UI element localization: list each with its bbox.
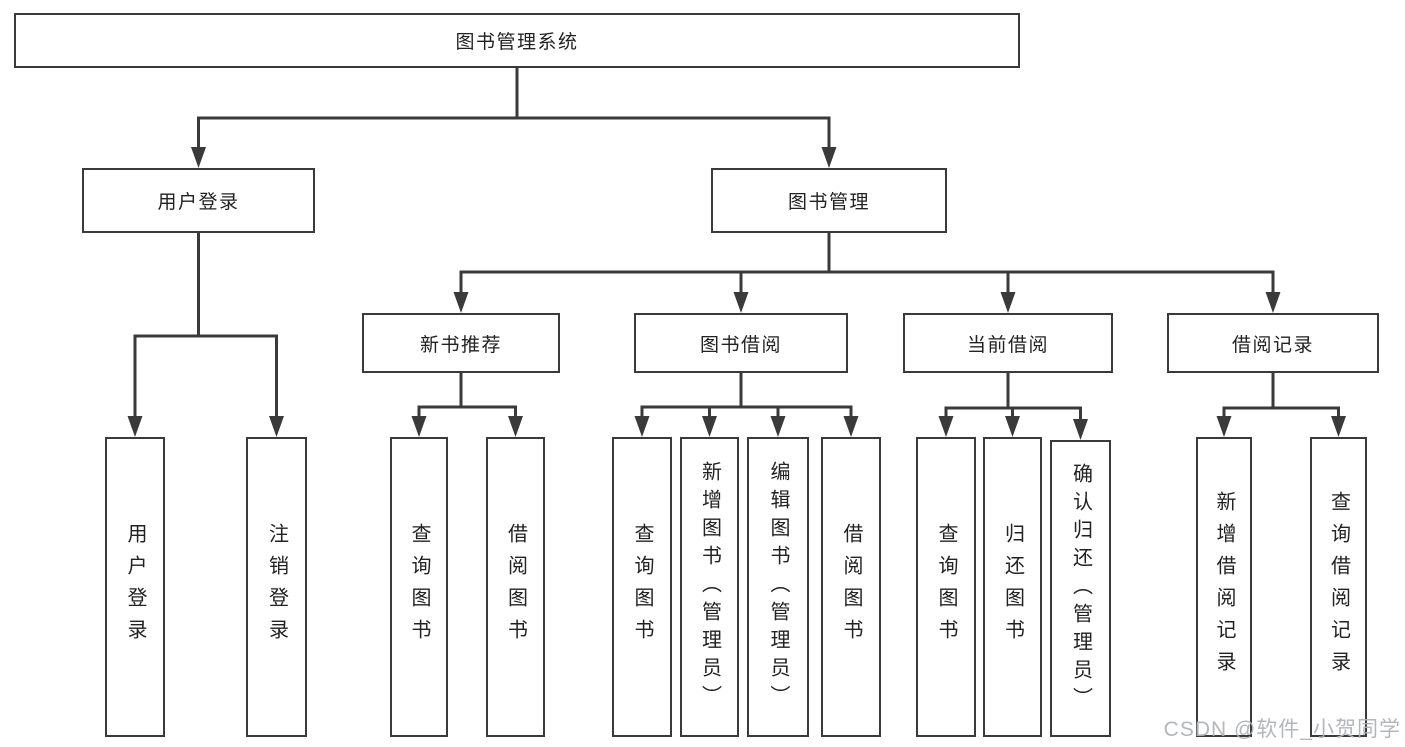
- node-label-leaf-edit-books-admin: 编辑图书（管理员）: [767, 461, 789, 713]
- node-leaf-borrow-books-bor: 借阅图书: [821, 437, 881, 737]
- arrow-down-icon: [191, 147, 206, 168]
- node-borrowing-records: 借阅记录: [1167, 313, 1379, 373]
- arrow-down-icon: [1005, 416, 1020, 437]
- node-label-leaf-logout: 注销登录: [265, 523, 288, 651]
- node-label-book-borrowing: 图书借阅: [699, 334, 782, 356]
- node-book-management-branch: 图书管理: [711, 168, 947, 233]
- arrow-down-icon: [1265, 292, 1281, 313]
- node-leaf-query-books-rec: 查询图书: [390, 437, 448, 737]
- node-label-leaf-confirm-return: 确认归还（管理员）: [1069, 462, 1092, 715]
- node-label-user-login-branch: 用户登录: [157, 192, 240, 213]
- node-leaf-return-books: 归还图书: [983, 437, 1042, 737]
- node-leaf-query-books-cur: 查询图书: [916, 437, 976, 737]
- node-leaf-user-login: 用户登录: [105, 437, 165, 737]
- arrow-down-icon: [1216, 416, 1232, 437]
- arrow-down-icon: [453, 292, 469, 313]
- node-leaf-logout: 注销登录: [246, 437, 307, 737]
- arrow-down-icon: [938, 416, 954, 437]
- node-leaf-confirm-return: 确认归还（管理员）: [1050, 440, 1111, 737]
- arrow-down-icon: [843, 416, 859, 437]
- arrow-down-icon: [821, 147, 837, 168]
- arrow-down-icon: [733, 292, 749, 313]
- node-label-leaf-query-borrow-record: 查询借阅记录: [1327, 491, 1350, 683]
- node-label-borrowing-records: 借阅记录: [1231, 334, 1314, 356]
- node-leaf-add-books-admin: 新增图书（管理员）: [680, 437, 739, 737]
- node-label-leaf-add-borrow-record: 新增借阅记录: [1213, 491, 1235, 683]
- node-leaf-borrow-books-rec: 借阅图书: [486, 437, 545, 737]
- arrow-down-icon: [770, 416, 786, 437]
- node-root: 图书管理系统: [14, 13, 1020, 68]
- node-label-leaf-add-books-admin: 新增图书（管理员）: [698, 461, 721, 713]
- arrow-down-icon: [1000, 292, 1016, 313]
- node-current-borrowing: 当前借阅: [903, 313, 1113, 373]
- arrow-down-icon: [411, 416, 427, 437]
- node-label-root: 图书管理系统: [455, 32, 579, 53]
- node-new-book-recommend: 新书推荐: [362, 313, 560, 373]
- node-label-leaf-query-books-rec: 查询图书: [408, 523, 430, 651]
- arrow-down-icon: [508, 416, 523, 437]
- arrow-down-icon: [634, 416, 650, 437]
- node-label-current-borrowing: 当前借阅: [966, 334, 1049, 356]
- node-leaf-query-books-bor: 查询图书: [612, 437, 672, 737]
- watermark-text: CSDN @软件_小贺同学: [1163, 718, 1401, 741]
- node-leaf-query-borrow-record: 查询借阅记录: [1310, 437, 1367, 737]
- node-leaf-add-borrow-record: 新增借阅记录: [1196, 437, 1252, 737]
- node-label-leaf-query-books-cur: 查询图书: [935, 523, 957, 651]
- node-label-leaf-borrow-books-rec: 借阅图书: [504, 523, 527, 651]
- node-label-leaf-borrow-books-bor: 借阅图书: [840, 523, 862, 651]
- node-user-login-branch: 用户登录: [82, 168, 315, 233]
- arrow-down-icon: [1073, 419, 1088, 440]
- arrow-down-icon: [127, 416, 143, 437]
- node-label-leaf-user-login: 用户登录: [124, 523, 146, 651]
- node-label-leaf-query-books-bor: 查询图书: [631, 523, 653, 651]
- arrow-down-icon: [269, 416, 284, 437]
- node-label-book-management-branch: 图书管理: [787, 192, 870, 213]
- node-book-borrowing: 图书借阅: [634, 313, 848, 373]
- node-leaf-edit-books-admin: 编辑图书（管理员）: [747, 437, 809, 737]
- node-label-leaf-return-books: 归还图书: [1001, 523, 1024, 651]
- arrow-down-icon: [1331, 416, 1346, 437]
- arrow-down-icon: [702, 416, 717, 437]
- node-label-new-book-recommend: 新书推荐: [419, 334, 502, 356]
